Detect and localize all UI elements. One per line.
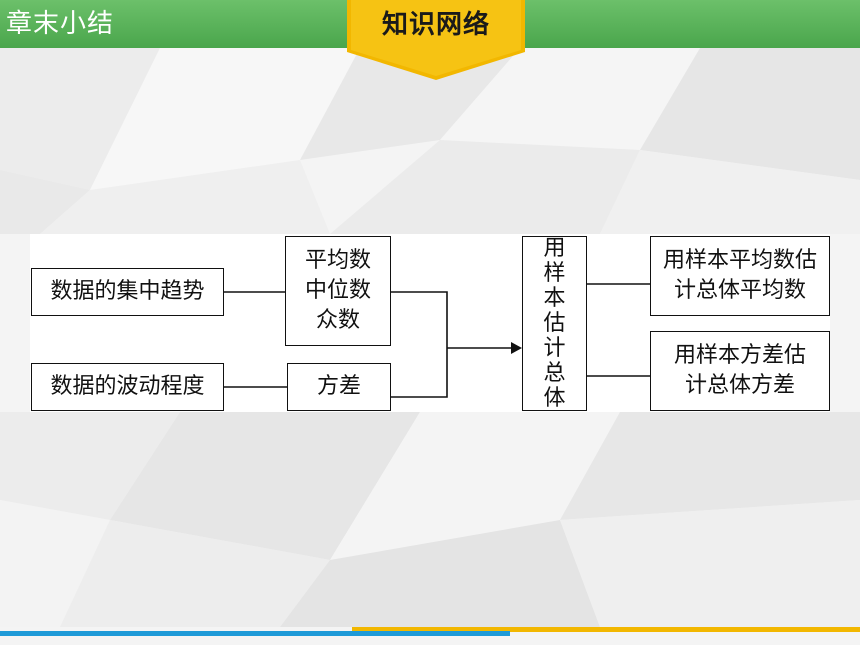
estimate-char: 总: [543, 361, 566, 386]
mean-estimate-line: 用样本平均数估: [662, 248, 817, 273]
estimate-char: 计: [543, 336, 566, 361]
variance-estimate-box: 用样本方差估 计总体方差: [650, 331, 830, 411]
estimate-char: 估: [543, 311, 566, 336]
variance-label: 方差: [316, 374, 361, 399]
dispersion-box: 数据的波动程度: [31, 363, 224, 411]
concentration-trend-label: 数据的集中趋势: [50, 279, 205, 304]
estimate-char: 体: [543, 386, 566, 411]
mean-label: 平均数: [304, 248, 371, 273]
footer-stripe-yellow: [352, 627, 860, 632]
estimate-char: 用: [543, 236, 566, 261]
variance-estimate-line: 用样本方差估: [673, 343, 806, 368]
badge-title: 知识网络: [381, 10, 490, 40]
dispersion-label: 数据的波动程度: [50, 374, 205, 399]
variance-box: 方差: [287, 363, 391, 411]
title-badge-shape: [347, 0, 525, 80]
footer-stripe-blue: [0, 631, 510, 636]
mean-estimate-box: 用样本平均数估 计总体平均数: [650, 236, 830, 316]
mode-label: 众数: [315, 308, 360, 333]
median-label: 中位数: [304, 278, 371, 303]
estimate-char: 样: [543, 261, 566, 286]
variance-estimate-line: 计总体方差: [684, 373, 795, 398]
mean-estimate-line: 计总体平均数: [673, 278, 806, 303]
estimate-char: 本: [543, 286, 566, 311]
measures-box: 平均数 中位数 众数: [285, 236, 391, 346]
section-title: 章末小结: [6, 9, 115, 39]
sample-estimate-box: 用 样 本 估 计 总 体: [522, 236, 587, 411]
concentration-trend-box: 数据的集中趋势: [31, 268, 224, 316]
